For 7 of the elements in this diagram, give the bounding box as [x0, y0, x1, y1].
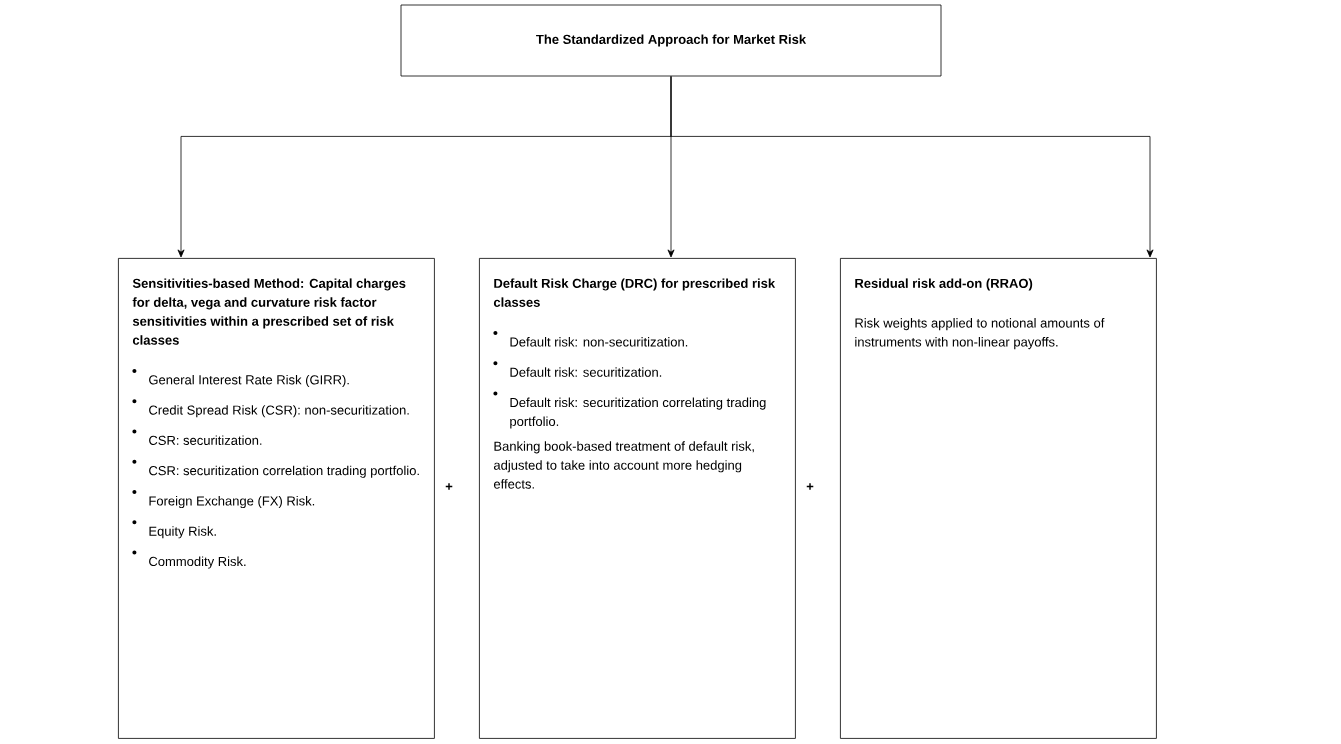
title-box: The Standardized Approach for Market Risk — [400, 4, 942, 77]
text-box: Sensitivities-based Method: Capital charges for delta, vega and curvature risk factor sensitivities within a prescribed set of risk classes General Interest Rate Risk (GIRR). Credit Spread Risk (CSR): non-securitization. CSR: securitization. CSR: securitization correlation trading portfolio. Foreign Exchange (FX) Risk. Equity Risk. Commodity Risk. — [118, 258, 435, 739]
text-box: Residual risk add-on (RRAO) Risk weights applied to notional amounts of instruments with non-linear payoffs. — [840, 258, 1157, 739]
arrow — [670, 76, 1154, 258]
plus-sign: + — [445, 483, 453, 490]
text-box: Default Risk Charge (DRC) for prescribed risk classes Default risk: non-securitization. Default risk: securitization. Default risk: securitization correlating trading portfolio. Banking book-based treatment of default risk, adjusted to take into account more hedging effects. — [479, 258, 796, 739]
plus-sign: + — [806, 483, 814, 490]
